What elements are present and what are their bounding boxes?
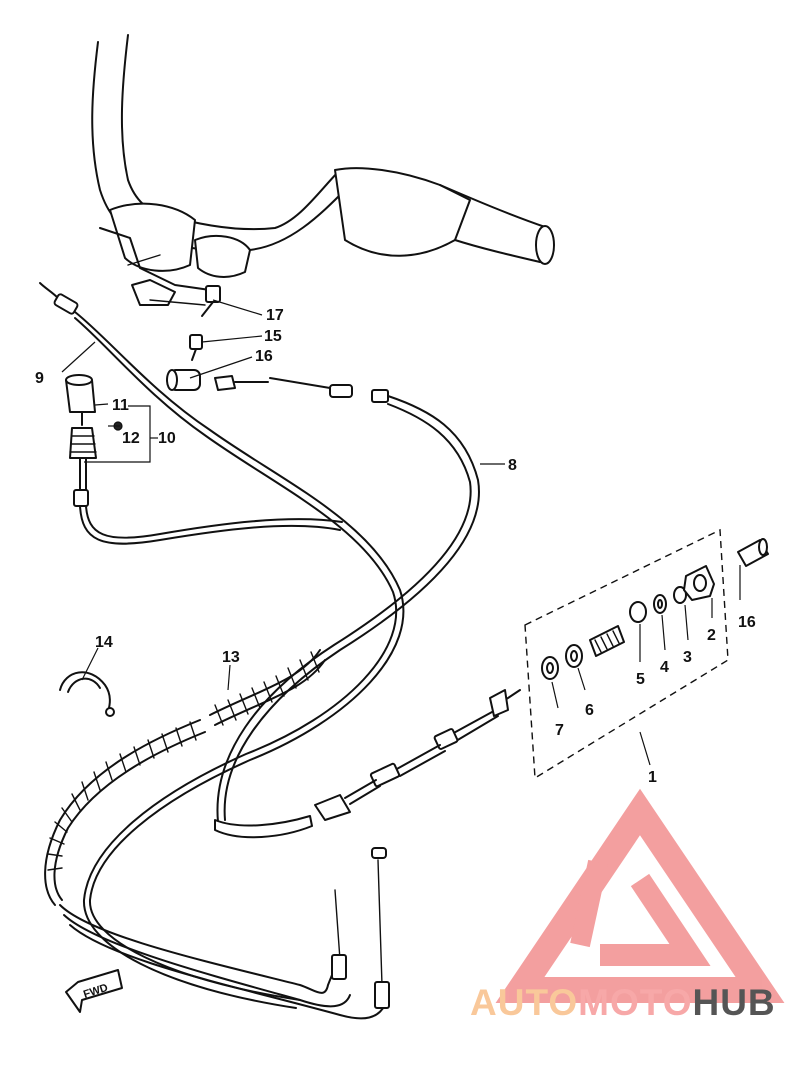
handlebar (91, 34, 555, 306)
label-17: 17 (266, 307, 284, 324)
bottom-cable-ends (59, 847, 390, 1020)
label-11: 11 (112, 397, 129, 414)
leader-lines (61, 299, 741, 766)
cable-13-wrap (44, 649, 326, 906)
adjuster-assembly (65, 374, 343, 545)
wordmark-moto: MOTO (578, 982, 693, 1023)
label-6: 6 (585, 702, 594, 719)
label-4: 4 (660, 659, 669, 676)
label-14: 14 (95, 634, 113, 651)
fwd-direction-marker: FWD (65, 969, 123, 1013)
label-15: 15 (264, 328, 282, 345)
clip-14 (59, 671, 115, 717)
cable-8 (214, 375, 480, 839)
label-9: 9 (35, 370, 44, 387)
cable-1-assembly (314, 528, 769, 821)
watermark-wordmark: AUTOMOTOHUB (470, 982, 800, 1028)
label-10: 10 (158, 430, 176, 447)
label-16-lower: 16 (738, 614, 756, 631)
label-2: 2 (707, 627, 716, 644)
label-16-upper: 16 (255, 348, 273, 365)
wordmark-auto: AUTO (470, 982, 579, 1023)
label-7: 7 (555, 722, 564, 739)
wordmark-hub: HUB (692, 982, 776, 1023)
label-1: 1 (648, 769, 657, 786)
label-5: 5 (636, 671, 645, 688)
cable-fasteners (166, 285, 221, 391)
label-12: 12 (122, 430, 140, 447)
part-labels: 17 15 16 9 11 12 10 8 14 13 16 2 3 4 5 6… (35, 307, 756, 786)
watermark-logo-mark (495, 788, 785, 1003)
label-3: 3 (683, 649, 692, 666)
label-8: 8 (508, 457, 517, 474)
label-13: 13 (222, 649, 240, 666)
